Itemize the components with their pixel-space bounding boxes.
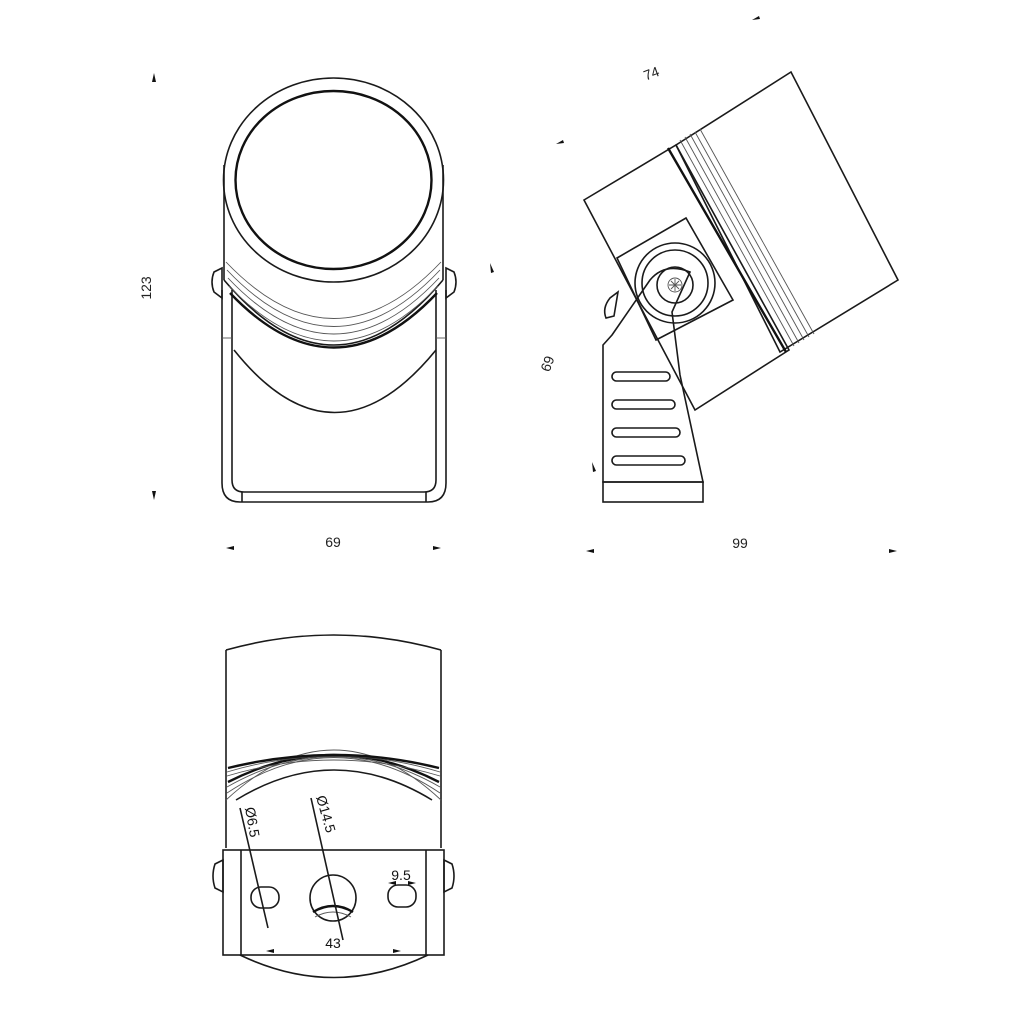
lens-rim xyxy=(222,77,445,283)
dim-height-side: 69 xyxy=(537,354,557,374)
mounting-slot-left xyxy=(250,886,280,909)
cable-hole xyxy=(309,874,357,922)
dim-width-front: 69 xyxy=(325,534,341,550)
front-dimensions: 123 69 xyxy=(138,73,494,550)
dim-body-length: 74 xyxy=(641,63,661,83)
mounting-plate xyxy=(222,849,445,956)
dim-overall-width: 99 xyxy=(732,535,748,551)
side-view xyxy=(582,70,900,503)
bottom-dimensions: Ø6.5 Ø14.5 9.5 43 xyxy=(242,793,416,953)
side-knob-right xyxy=(445,266,457,300)
lens-face xyxy=(234,89,433,271)
dim-cable-hole-diameter: Ø14.5 xyxy=(313,793,339,834)
dim-mounting-spacing: 43 xyxy=(325,935,341,951)
front-view xyxy=(211,77,457,503)
pivot-screw-icon xyxy=(667,277,683,293)
side-dimensions: 74 69 99 xyxy=(537,16,897,553)
dim-slot-diameter: Ø6.5 xyxy=(242,806,263,839)
bottom-view xyxy=(212,634,455,979)
dim-slot-width: 9.5 xyxy=(391,867,411,883)
dim-height-front: 123 xyxy=(138,276,154,300)
mounting-slot-right xyxy=(387,884,417,908)
tilt-dial xyxy=(634,242,716,324)
side-knob-left xyxy=(211,266,223,300)
